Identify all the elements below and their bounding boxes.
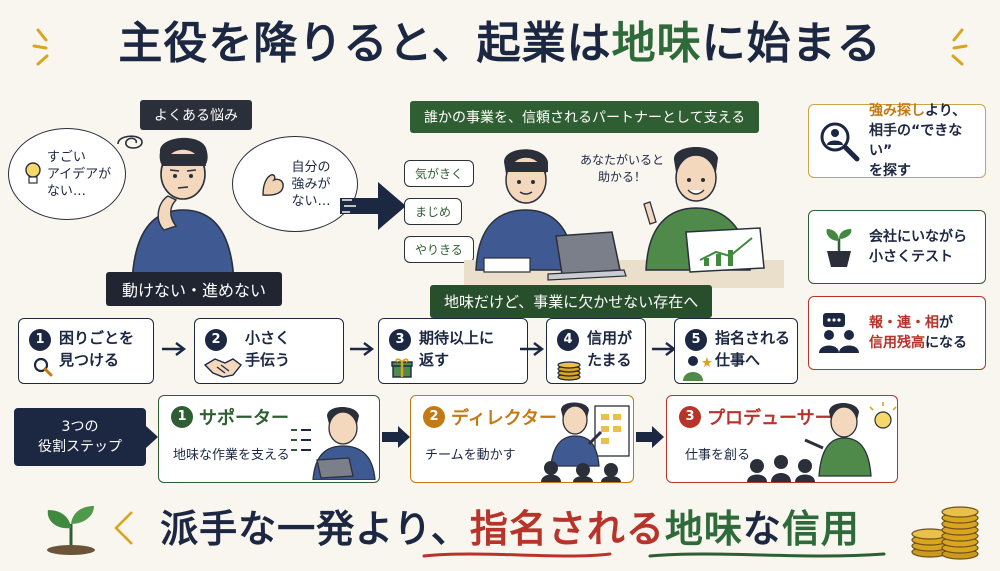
role-1-number: 1 [171,406,193,428]
supporter-illustration [291,407,376,480]
slogan-part-5: 信用 [781,507,860,551]
roles-label-arrow [146,426,158,448]
step-3-number: 3 [389,329,411,351]
role-2-number: 2 [423,406,445,428]
sprout-icon [47,506,95,555]
step-2-text: 小さく 手伝う [245,329,291,369]
partner-speech: あなたがいると 助かる！ [580,153,665,184]
tip-strength: 強み探しより、 相手の“できない” を探す [808,103,986,179]
role-director: 2 ディレクター チームを動かす [410,395,634,483]
bottom-slogan: 派手な一発より、指名される地味な信用 [120,500,900,558]
step-5: 5 指名される 仕事へ [674,318,798,384]
underline-left-icon [114,511,133,545]
tip-strength-text: より、 [925,103,967,119]
step-1: 1 困りごとを 見つける [18,318,154,384]
bubble-idea-text: すごい アイデアが ない… [46,149,112,199]
tip-report-highlight: 報・連・相 [869,315,939,331]
role-supporter: 1 サポーター 地味な作業を支える [158,395,380,483]
role-arrow-1 [382,426,410,448]
gift-icon [391,358,413,378]
coin-stack-icon [911,506,979,560]
step-1-number: 1 [29,329,51,351]
producer-illustration [747,402,897,482]
slogan-part-2: 指名される [469,507,665,551]
step-5-text: 指名される 仕事へ [715,329,791,369]
tip-test-line2: 小さくテスト [869,249,953,265]
bubble-idea: すごい アイデアが ない… [8,128,126,220]
roles-label: 3つの 役割ステップ [14,408,146,466]
coins-icon [557,361,581,381]
worry-swirl-icon [117,135,143,149]
slogan-part-1: 派手な一発より、 [160,507,470,551]
partner-work-illustration [464,146,784,288]
flexed-arm-icon [262,174,285,196]
step-4-text: 信用が たまる [587,329,633,369]
tip-report-line2-after: になる [925,335,967,351]
role-3-title: プロデューサー [707,408,833,429]
tip-strength-line3: を探す [869,163,911,179]
step-4: 4 信用が たまる [546,318,646,384]
magnifier-person-icon [820,122,860,162]
step-2: 2 小さく 手伝う [194,318,344,384]
role-2-sub: チームを動かす [425,448,516,463]
sparkle-left-icon [32,28,49,66]
tip-test-line1: 会社にいながら [869,229,967,245]
team-chat-icon [819,313,859,353]
worry-label: よくある悩み [140,100,252,130]
trait-3: やりきる [404,236,474,263]
tip-strength-highlight: 強み探し [869,103,925,119]
role-2-title: ディレクター [451,408,558,429]
step-5-number: 5 [685,329,707,351]
star-person-icon [683,356,712,381]
tip-strength-line2: 相手の“できない” [869,123,963,159]
sprout-pot-icon [826,229,852,267]
tip-report-line2: 信用残高 [869,335,925,351]
partner-label: 誰かの事業を、信頼されるパートナーとして支える [410,101,760,133]
handshake-icon [203,358,242,378]
bubble-strength: 自分の 強みが ない… [232,136,358,232]
step-arrow-2 [350,342,374,356]
page-title: 主役を降りると、起業は地味に始まる [118,18,882,69]
slogan-part-4: な [742,507,782,551]
step-arrow-1 [162,342,186,356]
worried-person-illustration [131,137,235,284]
step-4-number: 4 [557,329,579,351]
transition-arrow-icon [340,182,406,230]
step-2-number: 2 [205,329,227,351]
tip-report: 報・連・相が 信用残高になる [808,296,986,370]
sparkle-right-icon [951,28,968,66]
tip-report-text: が [939,315,953,331]
step-1-text: 困りごとを 見つける [59,329,135,369]
slogan-part-3: 地味 [664,507,743,551]
role-1-sub: 地味な作業を支える [173,448,290,463]
step-3: 3 期待以上に 返す [378,318,528,384]
role-3-sub: 仕事を創る [685,448,751,463]
director-illustration [541,402,630,482]
bubble-strength-text: 自分の 強みが ない… [291,159,331,209]
role-producer: 3 プロデューサー 仕事を創る [666,395,898,483]
role-1-title: サポーター [199,408,289,429]
role-arrow-2 [636,426,664,448]
slogan-underline-icon [422,552,886,558]
magnifier-icon [33,357,53,377]
role-3-number: 3 [679,406,701,428]
tip-test: 会社にいながら 小さくテスト [808,210,986,284]
trait-1: 気がきく [404,160,475,187]
lightbulb-icon [25,162,41,184]
worry-caption: 動けない・進めない [106,272,283,306]
trait-2: まじめ [404,198,463,225]
step-3-text: 期待以上に 返す [419,329,495,369]
partner-caption: 地味だけど、事業に欠かせない存在へ [430,285,713,318]
step-arrow-3 [520,342,544,356]
